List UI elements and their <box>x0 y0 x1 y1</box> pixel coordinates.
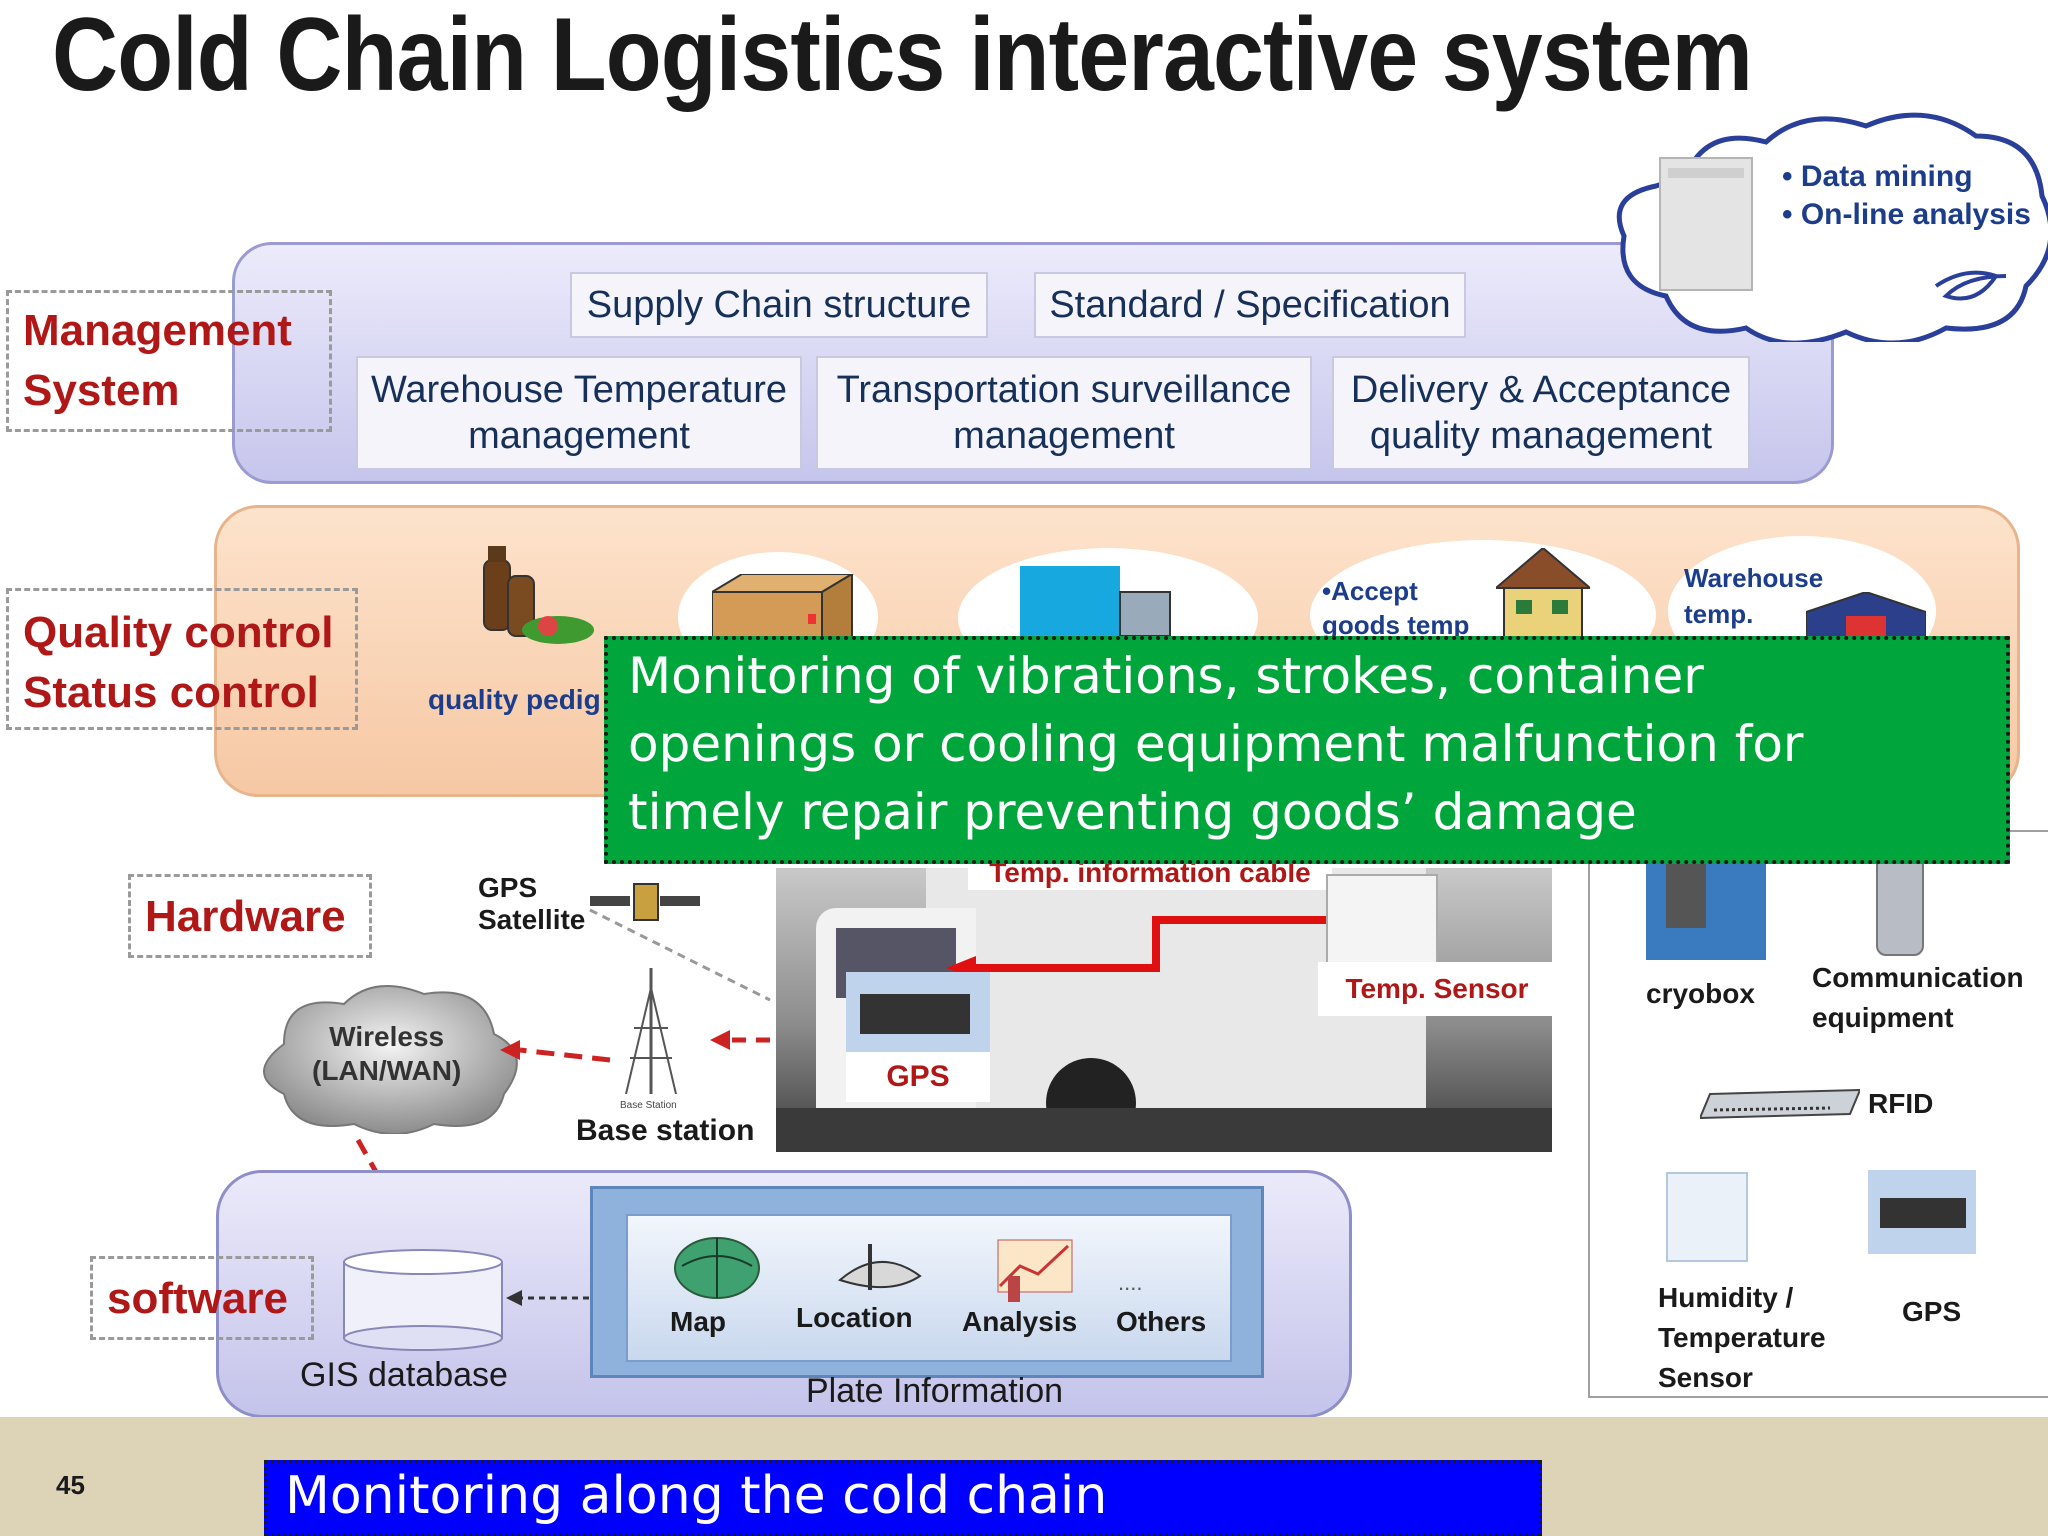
management-label-line1: Management <box>23 306 292 355</box>
delivery-acceptance-box: Delivery & Acceptance quality management <box>1332 356 1750 470</box>
cloud-item-data-mining: • Data mining <box>1782 160 1973 193</box>
page-number: 45 <box>56 1470 85 1500</box>
page-title: Cold Chain Logistics interactive system <box>52 0 1753 113</box>
transportation-line1: Transportation surveillance <box>836 369 1292 411</box>
truck-icon <box>1020 566 1171 636</box>
location-label: Location <box>796 1302 913 1333</box>
wireless-label: Wireless (LAN/WAN) <box>312 1020 461 1088</box>
delivery-line2: quality management <box>1369 415 1713 457</box>
house-icon <box>1496 548 1590 638</box>
gis-database-label: GIS database <box>300 1356 508 1394</box>
base-station-small-label: Base Station <box>620 1100 677 1111</box>
warehouse-temp-line1: Warehouse <box>1684 563 1824 593</box>
others-label: Others <box>1116 1306 1207 1337</box>
humidity-line3: Sensor <box>1658 1362 1753 1393</box>
others-dots: .... <box>1118 1270 1143 1295</box>
gps-truck-label: GPS <box>846 1052 990 1102</box>
warehouse-temperature-line1: Warehouse Temperature <box>370 369 788 411</box>
callout-line2: openings or cooling equipment malfunctio… <box>628 715 1804 773</box>
analysis-label: Analysis <box>962 1306 1078 1337</box>
humidity-line1: Humidity / <box>1658 1282 1794 1313</box>
warehouse-temperature-line2: management <box>468 415 690 457</box>
cryobox-device <box>1666 858 1706 928</box>
accept-line2: goods temp <box>1322 610 1470 640</box>
wireless-line2: (LAN/WAN) <box>312 1055 462 1086</box>
humidity-sensor-icon <box>1666 1172 1748 1262</box>
cryobox-label: cryobox <box>1646 978 1755 1009</box>
gps-device-icon <box>860 994 970 1034</box>
quality-status-control-label: Quality control Status control <box>6 588 358 730</box>
base-station-tower-icon <box>625 968 677 1094</box>
location-icon <box>837 1244 922 1290</box>
rfid-reader-icon <box>1700 1088 1860 1120</box>
management-label-line2: System <box>23 366 180 415</box>
wireless-line1: Wireless <box>329 1021 445 1052</box>
humidity-temperature-sensor-label: Humidity / Temperature Sensor <box>1658 1278 1826 1398</box>
vibration-monitoring-callout: Monitoring of vibrations, strokes, conta… <box>604 636 2010 864</box>
humidity-line2: Temperature <box>1658 1322 1826 1353</box>
rfid-label: RFID <box>1868 1088 1934 1119</box>
supply-chain-box: Supply Chain structure <box>570 272 988 338</box>
warehouse-temp-label: Warehouse temp. <box>1684 560 1823 632</box>
data-cloud-icon <box>1616 112 2048 342</box>
hardware-label: Hardware <box>128 874 372 958</box>
communication-line2: equipment <box>1812 1002 1954 1033</box>
accept-line1: •Accept <box>1322 576 1418 606</box>
satellite-icon <box>590 883 700 921</box>
gps-device-box <box>846 972 990 1052</box>
gps-unit-icon <box>1880 1198 1966 1228</box>
cloud-item-online-analysis: • On-line analysis <box>1782 198 2031 231</box>
gps-satellite-label: GPS Satellite <box>478 872 585 936</box>
transportation-line2: management <box>953 415 1175 457</box>
quality-pedigree-label: quality pedig <box>428 684 601 715</box>
analysis-chart-icon <box>997 1239 1073 1302</box>
gis-database-icon <box>343 1249 503 1351</box>
standard-specification-box: Standard / Specification <box>1034 272 1466 338</box>
gps-satellite-line2: Satellite <box>478 904 586 935</box>
gps-unit-box <box>1868 1170 1976 1254</box>
communication-equipment-label: Communication equipment <box>1812 958 2024 1038</box>
temp-sensor-label: Temp. Sensor <box>1318 962 1556 1016</box>
callout-line3: timely repair preventing goods’ damage <box>628 783 1637 841</box>
warehouse-building-icon <box>1806 592 1926 640</box>
map-label: Map <box>670 1306 726 1337</box>
cold-chain-monitoring-callout: Monitoring along the cold chain <box>264 1460 1542 1536</box>
communication-device-icon <box>1876 856 1924 956</box>
callout-line1: Monitoring of vibrations, strokes, conta… <box>628 647 1704 705</box>
quality-label-line2: Status control <box>23 668 319 717</box>
warehouse-temp-line2: temp. <box>1684 599 1754 629</box>
gps-satellite-line1: GPS <box>478 872 538 903</box>
wireless-cloud-icon <box>263 985 518 1134</box>
software-label: software <box>90 1256 314 1340</box>
management-system-label: Management System <box>6 290 332 432</box>
map-globe-icon <box>674 1237 760 1299</box>
road <box>776 1108 1552 1152</box>
cryobox-icon <box>1646 858 1766 960</box>
bottles-icon <box>483 546 594 644</box>
temp-sensor-device <box>1326 874 1438 968</box>
plate-information-label: Plate Information <box>806 1372 1064 1410</box>
gps-device-label: GPS <box>1902 1296 1962 1327</box>
warehouse-temperature-box: Warehouse Temperature management <box>356 356 802 470</box>
quality-label-line1: Quality control <box>23 608 334 657</box>
accept-goods-label: •Accept goods temp <box>1322 574 1469 642</box>
gis-dotted-arrow <box>506 1290 600 1306</box>
communication-line1: Communication <box>1812 962 2024 993</box>
base-station-label: Base station <box>576 1114 755 1147</box>
delivery-line1: Delivery & Acceptance <box>1350 369 1732 411</box>
transportation-surveillance-box: Transportation surveillance management <box>816 356 1312 470</box>
